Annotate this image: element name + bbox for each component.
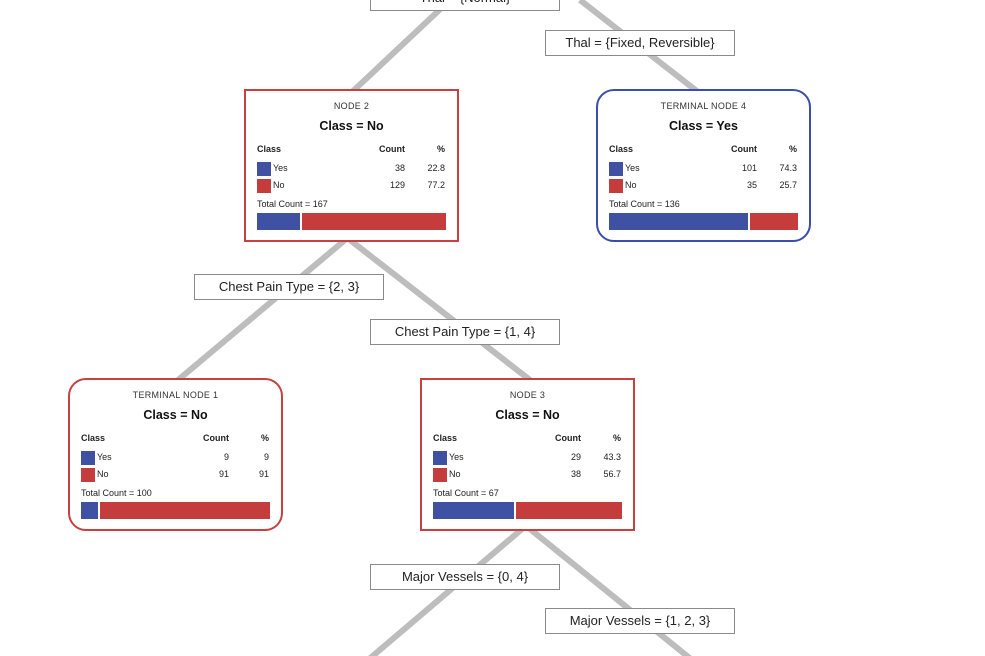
node-title: TERMINAL NODE 4 (660, 101, 747, 111)
header-pct: % (436, 144, 445, 154)
node-class: Class = No (143, 408, 208, 422)
row-label: No (273, 180, 285, 190)
row-label: Yes (97, 452, 112, 462)
row-pct: 77.2 (427, 180, 445, 190)
header-class: Class (81, 433, 106, 443)
row-pct: 91 (258, 469, 269, 479)
row-label: Yes (273, 163, 288, 173)
bar-yes-segment (257, 213, 302, 230)
split-label-chest-pain-14: Chest Pain Type = {1, 4} (370, 319, 560, 345)
bar-no-segment (515, 502, 622, 519)
node-class: Class = No (319, 119, 384, 133)
row-label: No (449, 469, 461, 479)
edge-node2-tnode1 (176, 237, 347, 383)
split-label-major-vessels-04: Major Vessels = {0, 4} (370, 564, 560, 590)
edge-root-node2 (349, 0, 453, 95)
row-label: Yes (449, 452, 464, 462)
node-class: Class = No (495, 408, 560, 422)
row-count: 91 (218, 469, 229, 479)
edge-node3-right (528, 526, 692, 656)
node-table-header: Class Count % (433, 433, 621, 447)
split-label-major-vessels-123: Major Vessels = {1, 2, 3} (545, 608, 735, 634)
terminal-node-4[interactable]: TERMINAL NODE 4 Class = Yes Class Count … (596, 89, 811, 242)
row-count: 38 (570, 469, 581, 479)
row-label: No (625, 180, 637, 190)
split-label-thal-normal: Thal = {Normal} (370, 0, 560, 11)
node-table-header: Class Count % (609, 144, 797, 158)
total-count: Total Count = 100 (81, 488, 152, 498)
bar-no-segment (301, 213, 446, 230)
class-proportion-bar (609, 213, 798, 230)
node-table-header: Class Count % (257, 144, 445, 158)
row-count: 38 (394, 163, 405, 173)
bar-yes-segment (433, 502, 516, 519)
node-title: NODE 3 (509, 390, 546, 400)
node-3[interactable]: NODE 3 Class = No Class Count % Yes 29 4… (420, 378, 635, 531)
header-class: Class (433, 433, 458, 443)
yes-swatch (81, 451, 95, 465)
total-count: Total Count = 136 (609, 199, 680, 209)
bar-yes-segment (609, 213, 750, 230)
header-count: Count (731, 144, 757, 154)
row-pct: 74.3 (779, 163, 797, 173)
row-count: 9 (223, 452, 229, 462)
yes-swatch (609, 162, 623, 176)
class-proportion-bar (257, 213, 446, 230)
row-pct: 9 (263, 452, 269, 462)
edge-node3-left (368, 526, 524, 656)
row-no: No 38 56.7 (433, 468, 621, 482)
class-proportion-bar (81, 502, 270, 519)
row-count: 101 (741, 163, 757, 173)
node-title: TERMINAL NODE 1 (132, 390, 219, 400)
header-class: Class (609, 144, 634, 154)
no-swatch (433, 468, 447, 482)
row-label: Yes (625, 163, 640, 173)
row-no: No 129 77.2 (257, 179, 445, 193)
class-proportion-bar (433, 502, 622, 519)
row-pct: 43.3 (603, 452, 621, 462)
row-count: 35 (746, 180, 757, 190)
row-pct: 56.7 (603, 469, 621, 479)
row-yes: Yes 9 9 (81, 451, 269, 465)
row-yes: Yes 101 74.3 (609, 162, 797, 176)
row-no: No 91 91 (81, 468, 269, 482)
total-count: Total Count = 167 (257, 199, 328, 209)
terminal-node-1[interactable]: TERMINAL NODE 1 Class = No Class Count %… (68, 378, 283, 531)
node-class: Class = Yes (669, 119, 738, 133)
row-pct: 22.8 (427, 163, 445, 173)
row-label: No (97, 469, 109, 479)
node-title: NODE 2 (333, 101, 370, 111)
bar-no-segment (99, 502, 270, 519)
yes-swatch (433, 451, 447, 465)
node-2[interactable]: NODE 2 Class = No Class Count % Yes 38 2… (244, 89, 459, 242)
row-pct: 25.7 (779, 180, 797, 190)
bar-no-segment (749, 213, 798, 230)
header-pct: % (788, 144, 797, 154)
yes-swatch (257, 162, 271, 176)
row-count: 129 (389, 180, 405, 190)
header-pct: % (612, 433, 621, 443)
edge-node2-node3 (348, 237, 532, 383)
node-table-header: Class Count % (81, 433, 269, 447)
header-count: Count (203, 433, 229, 443)
row-yes: Yes 29 43.3 (433, 451, 621, 465)
no-swatch (257, 179, 271, 193)
header-class: Class (257, 144, 282, 154)
bar-yes-segment (81, 502, 100, 519)
no-swatch (609, 179, 623, 193)
no-swatch (81, 468, 95, 482)
split-label-thal-fixed: Thal = {Fixed, Reversible} (545, 30, 735, 56)
row-no: No 35 25.7 (609, 179, 797, 193)
header-count: Count (555, 433, 581, 443)
row-count: 29 (570, 452, 581, 462)
total-count: Total Count = 67 (433, 488, 499, 498)
header-pct: % (260, 433, 269, 443)
header-count: Count (379, 144, 405, 154)
split-label-chest-pain-23: Chest Pain Type = {2, 3} (194, 274, 384, 300)
row-yes: Yes 38 22.8 (257, 162, 445, 176)
